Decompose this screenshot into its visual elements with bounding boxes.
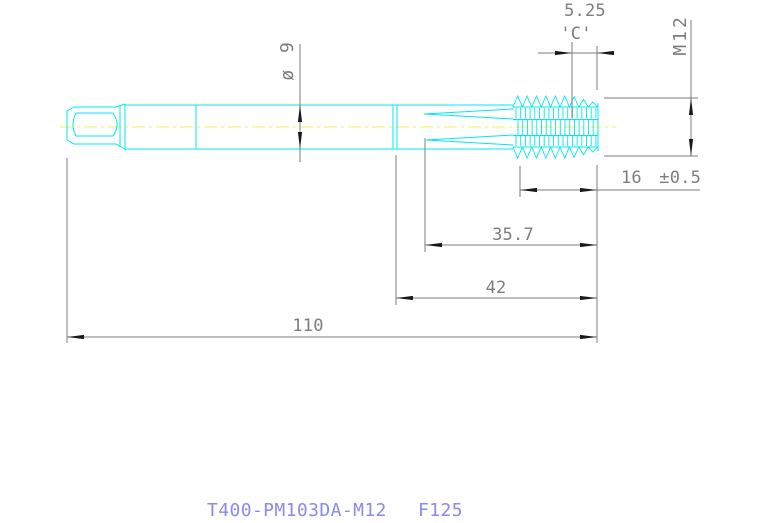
dim-flute-length: 35.7 [492,225,534,245]
dim-cutting-length: 42 [485,278,507,298]
dim-chamfer-label: 'C' [560,24,592,44]
square-flat [72,112,118,137]
dimension-arrows [67,50,694,340]
title-code: F125 [418,500,463,521]
square-drive-end [66,103,126,150]
dim-overall-length: 110 [292,316,324,336]
thread-teeth [512,94,599,160]
title-part-number: T400-PM103DA-M12 [207,500,387,521]
dim-chamfer-length: 5.25 [564,1,606,21]
dimension-lines [66,20,700,343]
dim-shank-diameter: ø 9 [277,39,299,81]
flutes [423,108,514,146]
tap-outline [66,94,599,160]
dim-thread-length: 16 ±0.5 [621,168,702,188]
shank [125,104,513,150]
dim-thread-size: M12 [670,14,692,56]
dim-line-m12 [604,20,698,157]
